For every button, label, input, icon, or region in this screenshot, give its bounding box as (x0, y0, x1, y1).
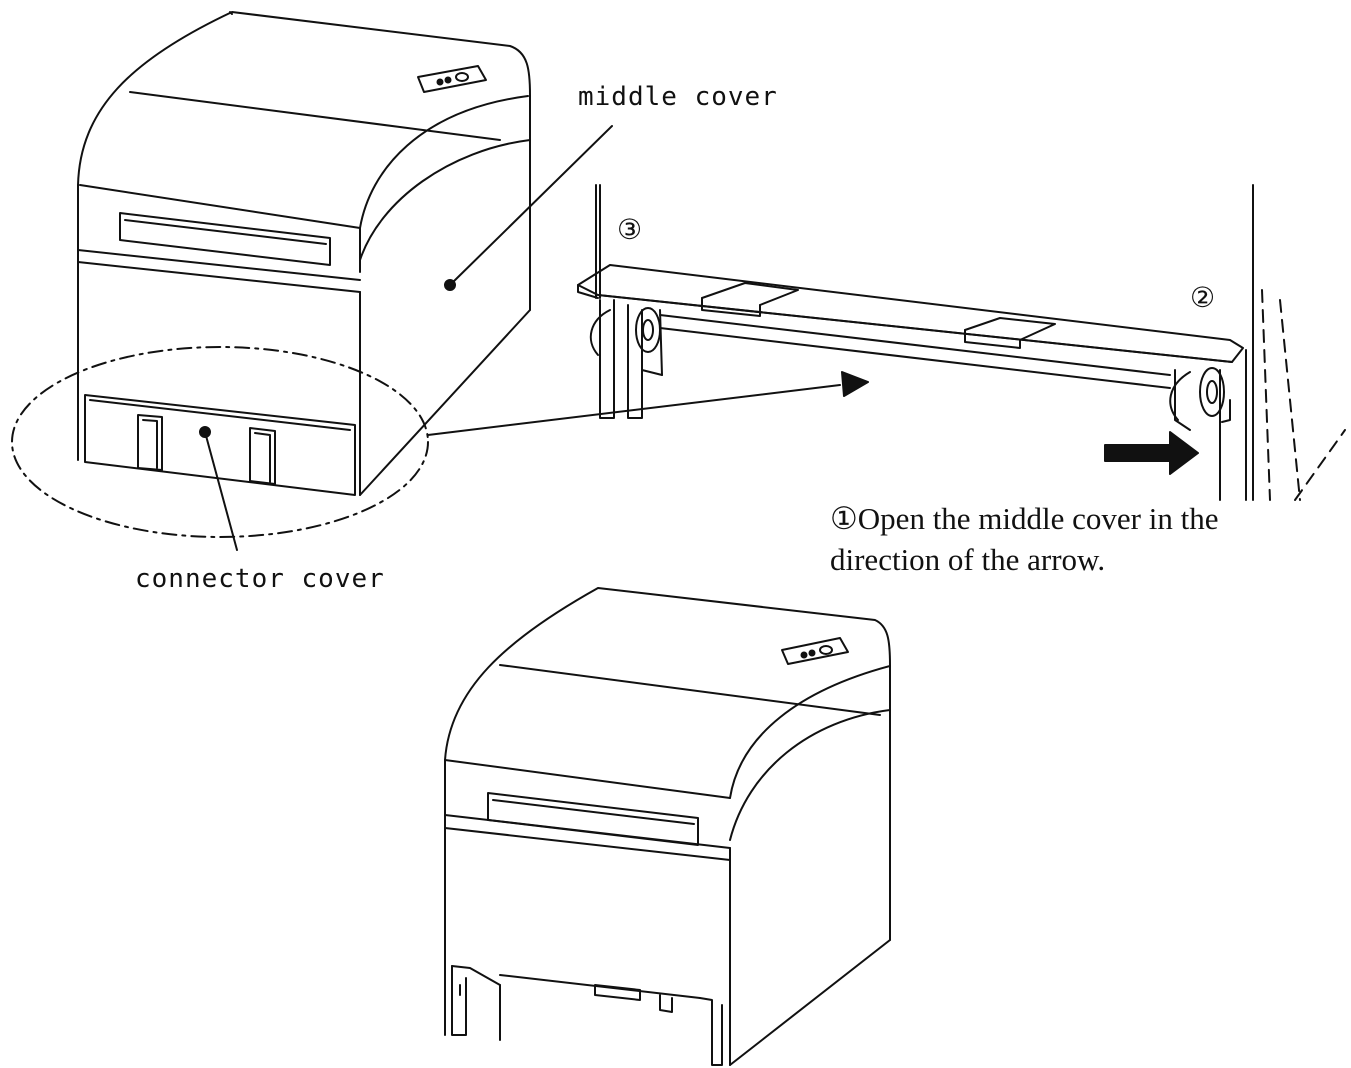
step-3-label: ③ (617, 213, 643, 246)
step-2-label: ② (1190, 281, 1216, 314)
instruction-line-2: direction of the arrow. (830, 542, 1106, 577)
middle-cover-label: middle cover (578, 82, 778, 112)
printer-top-left (11, 11, 869, 551)
connector-cover-label: connector cover (135, 564, 385, 594)
middle-cover-detail (577, 184, 1346, 501)
instruction-line-1: ①Open the middle cover in the (830, 501, 1219, 536)
printer-bottom (444, 587, 891, 1066)
